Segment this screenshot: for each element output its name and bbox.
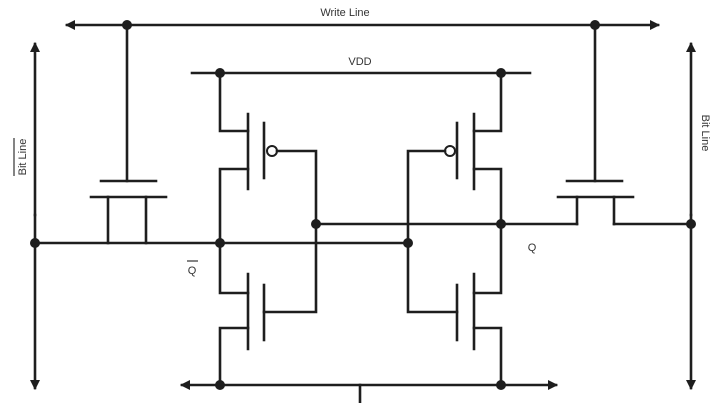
q-label: Q: [528, 242, 537, 254]
right-inverter: [406, 71, 503, 387]
bit-line: [686, 42, 696, 390]
write-line: [65, 20, 660, 30]
bit-line-bar-label-group: Bit Line: [13, 138, 29, 176]
left-inverter: [218, 71, 318, 387]
bit-line-label: Bit Line: [699, 115, 711, 152]
write-line-label: Write Line: [320, 7, 369, 19]
bit-line-bar-label: Bit Line: [17, 139, 29, 176]
bit-line-bar: [30, 42, 40, 390]
q-bar-node: [33, 238, 413, 248]
vdd-rail: [190, 68, 532, 78]
left-access-transistor: [89, 23, 168, 245]
q-bar-label: Q: [188, 265, 197, 277]
vdd-label: VDD: [348, 56, 371, 68]
right-access-transistor: [499, 23, 693, 226]
